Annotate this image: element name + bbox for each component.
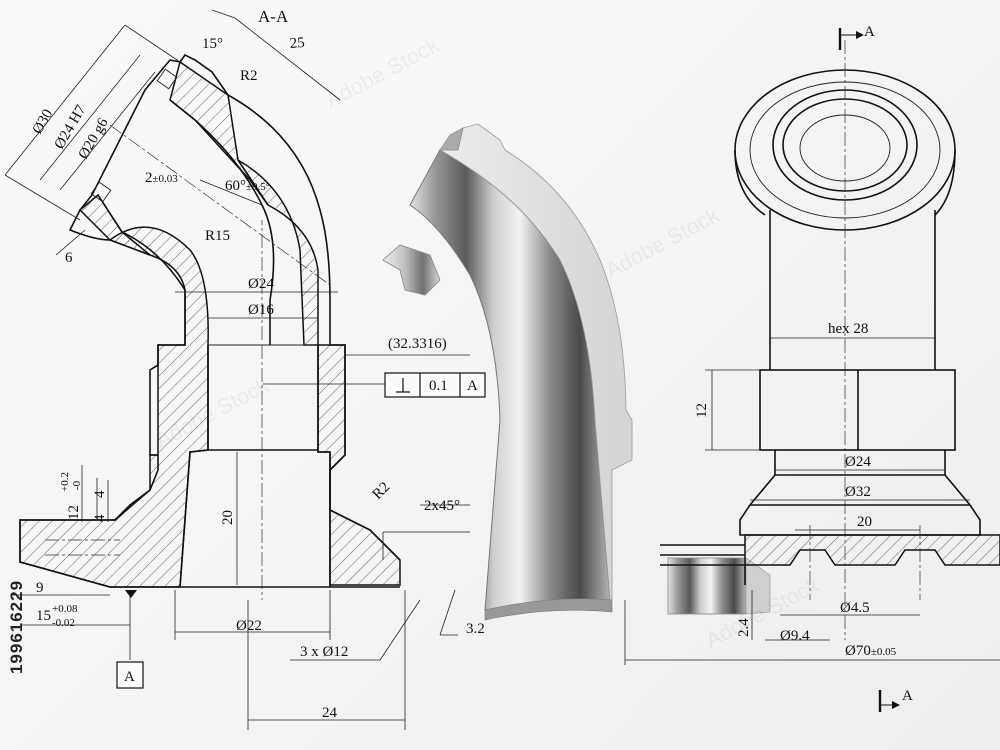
side-view: [624, 28, 1000, 712]
dim-ang-60-tol: ±0.5°: [246, 181, 270, 193]
dim-twelve: 12: [694, 403, 710, 418]
dim-side-twenty: 20: [857, 514, 872, 530]
stock-id-vertical: 199616229: [4, 512, 30, 742]
section-dimension-lines: [4, 9, 470, 730]
dim-d16: Ø16: [248, 302, 274, 318]
dim-r2-low: R2: [370, 479, 394, 503]
base-hatch: [744, 534, 1000, 566]
section-view: [4, 9, 486, 730]
flange-bottom: [78, 193, 151, 256]
dim-r15: R15: [205, 228, 230, 244]
stock-id-text: 199616229: [7, 579, 26, 675]
dim-fifteen: 15: [36, 608, 51, 624]
dim-d4-5: Ø4.5: [840, 600, 870, 616]
datum-a: [116, 590, 144, 689]
side-labels: A A hex 28 12 Ø24 Ø32 20 Ø4.5 Ø9.4 Ø70±0…: [694, 24, 913, 704]
dim-chamfer-2-value: 2: [145, 170, 153, 186]
dim-ang-60-value: 60°: [225, 178, 246, 194]
dim-d9-4: Ø9.4: [780, 628, 810, 644]
dim-side-d24: Ø24: [845, 454, 871, 470]
dim-ang-60: 60°±0.5°: [225, 178, 270, 194]
dim-h20: 20: [220, 510, 236, 525]
dim-side-d32: Ø32: [845, 484, 871, 500]
dim-ang-15: 15°: [202, 36, 223, 52]
render-3d-part: [382, 123, 771, 636]
dim-six: 6: [65, 250, 73, 266]
dim-d22: Ø22: [236, 618, 262, 634]
dim-holes: 3 x Ø12: [300, 644, 348, 660]
section-title: A-A: [258, 7, 289, 26]
dim-fifteen-up: +0.08: [52, 603, 78, 615]
dim-d70-value: Ø70: [845, 643, 871, 659]
dim-hex: hex 28: [828, 321, 868, 337]
dim-fifteen-dn: -0.02: [52, 617, 75, 629]
dim-d70: Ø70±0.05: [845, 643, 897, 659]
dim-h12-dn: -0: [71, 480, 83, 490]
tol-datum: A: [467, 378, 478, 394]
geometric-tolerance-frame: [384, 372, 486, 398]
dim-four-b: 4: [92, 514, 108, 522]
view-marker-top: A: [864, 24, 875, 40]
dim-h12: 12: [66, 505, 82, 520]
tol-value: 0.1: [429, 378, 448, 394]
dim-h12-value: 12: [66, 505, 82, 520]
surface-roughness: 3.2: [466, 621, 485, 637]
dim-len-24: 24: [322, 705, 338, 721]
dim-d30: Ø30: [30, 107, 57, 137]
dim-d70-tol: ±0.05: [871, 646, 897, 658]
dim-chamfer-2: 2±0.03: [145, 170, 178, 186]
dim-h12-up: +0.2: [59, 472, 71, 492]
dim-r2-top: R2: [240, 68, 258, 84]
side-dimension-lines: [624, 337, 1000, 665]
dim-d24: Ø24: [248, 276, 274, 292]
dim-nine: 9: [36, 580, 44, 596]
view-marker-bottom: A: [902, 688, 913, 704]
dim-chamfer-2-tol: ±0.03: [153, 173, 179, 185]
dim-four-a: 4: [92, 490, 108, 498]
dim-chamfer-45: 2x45°: [424, 498, 460, 514]
datum-letter: A: [124, 669, 135, 685]
dim-len-25: 25: [289, 35, 305, 52]
dim-two-4: 2.4: [736, 618, 752, 637]
dim-ref: (32.3316): [388, 336, 447, 352]
